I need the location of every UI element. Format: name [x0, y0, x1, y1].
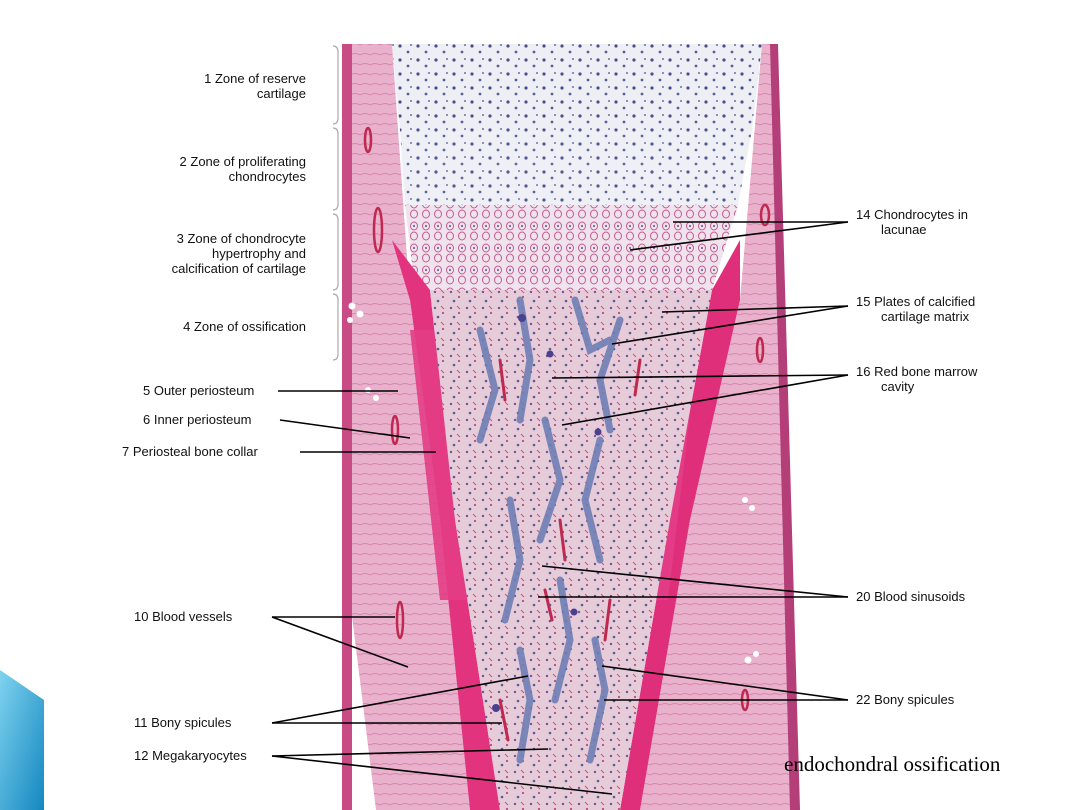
label-16-line1: 16 Red bone marrow — [856, 364, 978, 379]
label-megakaryocytes: 12 Megakaryocytes — [134, 748, 247, 763]
leader-10b — [271, 616, 409, 668]
leader-11a — [271, 675, 529, 724]
figure-caption: endochondral ossification — [784, 752, 1001, 776]
label-14-line1: 14 Chondrocytes in — [856, 207, 969, 222]
zone-1-label: 1 Zone of reserve cartilage — [130, 71, 306, 101]
zone-3-line1: 3 Zone of chondrocyte — [176, 231, 306, 246]
label-16-line2: cavity — [881, 379, 915, 394]
tissue-section — [342, 44, 800, 810]
leader-15a — [661, 305, 849, 313]
leader-20a — [541, 565, 849, 598]
leader-6 — [279, 419, 411, 439]
label-calcified-cartilage-plates: 15 Plates of calcified cartilage matrix — [856, 294, 975, 324]
leader-22a — [601, 665, 849, 701]
leader-16a — [551, 374, 849, 379]
corner-accent — [0, 670, 44, 810]
zone-3-label: 3 Zone of chondrocyte hypertrophy and ca… — [110, 231, 306, 276]
zone-1-line2: cartilage — [256, 86, 306, 101]
label-red-bone-marrow-cavity: 16 Red bone marrow cavity — [856, 364, 977, 394]
leader-14b — [629, 221, 849, 251]
label-15-line1: 15 Plates of calcified — [856, 294, 976, 309]
zone-3-line2: hypertrophy and — [212, 246, 306, 261]
zone-brackets — [332, 45, 339, 361]
label-outer-periosteum: 5 Outer periosteum — [143, 383, 255, 398]
leader-12a — [271, 748, 549, 757]
zone-2-line1: 2 Zone of proliferating — [179, 154, 306, 169]
label-periosteal-bone-collar: 7 Periosteal bone collar — [122, 444, 258, 459]
leader-15b — [611, 305, 849, 345]
zone-4-line1: 4 Zone of ossification — [183, 319, 306, 334]
label-15-line2: cartilage matrix — [881, 309, 970, 324]
zone-4-label: 4 Zone of ossification — [120, 319, 306, 334]
leader-lines — [271, 221, 849, 795]
zone-3-line3: calcification of cartilage — [171, 261, 306, 276]
zone-1-line1: 1 Zone of reserve — [204, 71, 306, 86]
zone-2-label: 2 Zone of proliferating chondrocytes — [120, 154, 306, 184]
label-bony-spicules-right: 22 Bony spicules — [856, 692, 955, 707]
label-blood-vessels: 10 Blood vessels — [134, 609, 233, 624]
label-bony-spicules-left: 11 Bony spicules — [134, 715, 232, 730]
leader-12b — [271, 755, 613, 795]
label-inner-periosteum: 6 Inner periosteum — [143, 412, 252, 427]
zone-2-line2: chondrocytes — [228, 169, 306, 184]
label-chondrocytes-lacunae: 14 Chondrocytes in lacunae — [856, 207, 968, 237]
label-blood-sinusoids: 20 Blood sinusoids — [856, 589, 966, 604]
leader-16b — [561, 374, 849, 426]
label-14-line2: lacunae — [881, 222, 927, 237]
